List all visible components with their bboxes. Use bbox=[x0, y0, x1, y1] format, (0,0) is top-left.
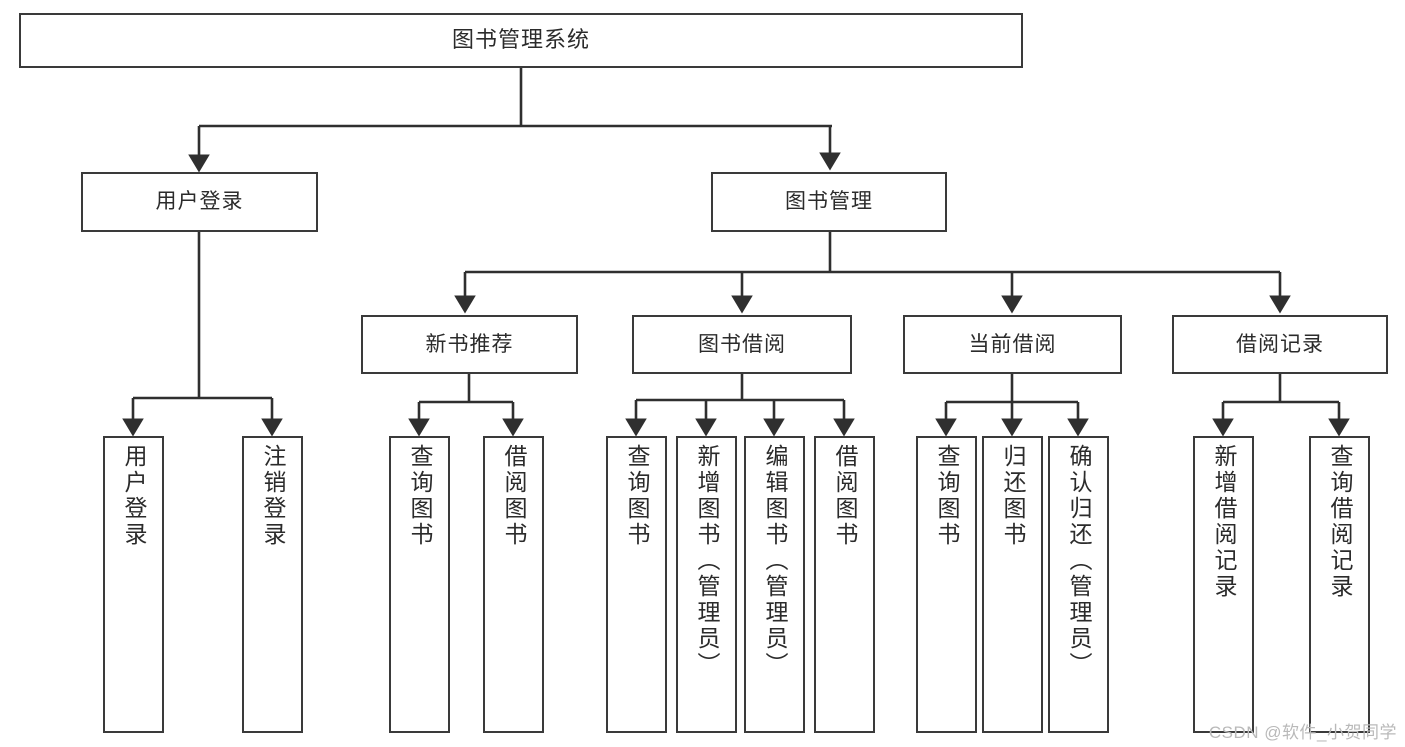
node-leaf-query-book-2[interactable]: 查询图书 bbox=[606, 436, 667, 733]
node-root-system[interactable]: 图书管理系统 bbox=[19, 13, 1023, 68]
node-borrow-record[interactable]: 借阅记录 bbox=[1172, 315, 1388, 374]
node-new-book-recommend[interactable]: 新书推荐 bbox=[361, 315, 578, 374]
node-leaf-borrow-book-1[interactable]: 借阅图书 bbox=[483, 436, 544, 733]
node-leaf-query-book-3[interactable]: 查询图书 bbox=[916, 436, 977, 733]
node-label: 注销登录 bbox=[260, 444, 286, 548]
node-label: 查询图书 bbox=[407, 444, 433, 548]
node-label: 归还图书 bbox=[1000, 444, 1026, 548]
node-leaf-query-borrow-record[interactable]: 查询借阅记录 bbox=[1309, 436, 1370, 733]
node-leaf-confirm-return[interactable]: 确认归还（管理员） bbox=[1048, 436, 1109, 733]
node-label: 图书借阅 bbox=[698, 332, 786, 356]
node-current-borrow[interactable]: 当前借阅 bbox=[903, 315, 1122, 374]
node-label: 借阅记录 bbox=[1236, 332, 1324, 356]
node-leaf-query-book-1[interactable]: 查询图书 bbox=[389, 436, 450, 733]
node-label: 编辑图书（管理员） bbox=[762, 444, 788, 678]
node-leaf-user-login[interactable]: 用户登录 bbox=[103, 436, 164, 733]
node-label: 查询借阅记录 bbox=[1327, 444, 1353, 600]
node-label: 当前借阅 bbox=[968, 332, 1057, 356]
csdn-watermark: CSDN @软件_小贺同学 bbox=[1208, 723, 1397, 742]
node-user-login[interactable]: 用户登录 bbox=[81, 172, 318, 232]
node-book-management[interactable]: 图书管理 bbox=[711, 172, 947, 232]
node-label: 图书管理 bbox=[785, 190, 873, 214]
node-leaf-return-book[interactable]: 归还图书 bbox=[982, 436, 1043, 733]
node-leaf-edit-book[interactable]: 编辑图书（管理员） bbox=[744, 436, 805, 733]
node-label: 新增图书（管理员） bbox=[694, 444, 720, 678]
node-leaf-borrow-book-2[interactable]: 借阅图书 bbox=[814, 436, 875, 733]
node-label: 新书推荐 bbox=[425, 332, 514, 356]
node-leaf-logout-login[interactable]: 注销登录 bbox=[242, 436, 303, 733]
node-label: 用户登录 bbox=[155, 190, 244, 214]
node-label: 新增借阅记录 bbox=[1211, 444, 1237, 600]
node-label: 确认归还（管理员） bbox=[1066, 444, 1092, 678]
node-label: 查询图书 bbox=[624, 444, 650, 548]
node-leaf-add-borrow-record[interactable]: 新增借阅记录 bbox=[1193, 436, 1254, 733]
node-label: 借阅图书 bbox=[832, 444, 858, 548]
node-label: 用户登录 bbox=[121, 444, 147, 548]
node-book-borrow[interactable]: 图书借阅 bbox=[632, 315, 852, 374]
node-label: 查询图书 bbox=[934, 444, 960, 548]
node-label: 图书管理系统 bbox=[451, 27, 590, 53]
node-leaf-add-book[interactable]: 新增图书（管理员） bbox=[676, 436, 737, 733]
node-label: 借阅图书 bbox=[501, 444, 527, 548]
